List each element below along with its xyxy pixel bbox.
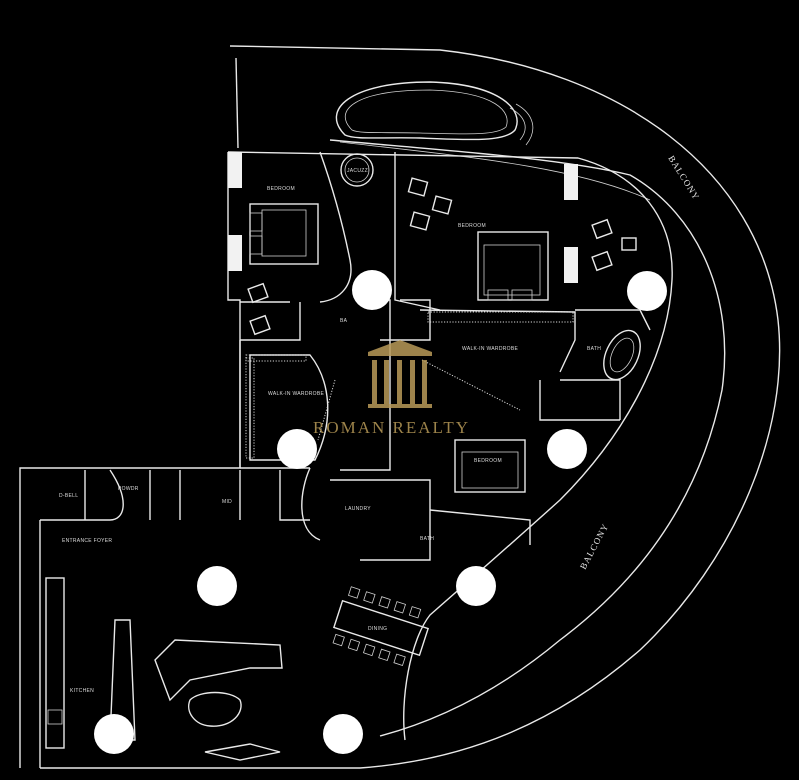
room-label-dbell: D-BELL [59,493,78,499]
room-label-walkin-1: WALK-IN WARDROBE [268,391,324,397]
pool-oval [335,81,534,146]
marker-2 [627,271,667,311]
room-label-entrance: ENTRANCE FOYER [62,538,112,544]
marker-6 [456,566,496,606]
watermark-logo [368,340,432,408]
dining-table [332,586,430,666]
bed-2 [477,231,549,301]
room-label-bath-1: BA [340,318,348,324]
lounge-chair [204,743,281,761]
chairs [247,177,637,336]
room-label-powder: POWDR [118,486,139,492]
marker-4 [547,429,587,469]
balcony-label-top: BALCONY [666,154,701,202]
room-label-jacuzzi: JACUZZI [347,168,370,174]
bed-3 [454,439,526,493]
sofa [154,639,283,702]
wardrobe-hatching [245,311,574,459]
room-label-bedroom-2: BEDROOM [458,223,486,229]
watermark: ROMAN REALTY [313,340,470,437]
balcony-label-right: BALCONY [578,522,611,571]
marker-8 [323,714,363,754]
room-label-dining: DINING [368,626,387,632]
marker-7 [94,714,134,754]
room-label-bath-2: BATH [587,346,601,352]
markers [94,270,667,754]
kitchen-counters [45,577,136,749]
room-label-walkin-2: WALK-IN WARDROBE [462,346,518,352]
room-label-kitchen: KITCHEN [70,688,94,694]
room-label-bath-3: BATH [420,536,434,542]
tub-fixture [603,329,641,381]
room-label-maid: MID [222,499,232,505]
watermark-text: ROMAN REALTY [313,418,470,437]
building-walls [19,151,673,768]
room-label-laundry: LAUNDRY [345,506,371,512]
marker-1 [352,270,392,310]
outer-envelope [40,45,781,769]
coffee-table [188,691,242,727]
room-label-bedroom-3: BEDROOM [474,458,502,464]
jacuzzi-fixture [340,153,374,187]
room-label-bedroom-1: BEDROOM [267,186,295,192]
marker-5 [197,566,237,606]
marker-3 [277,429,317,469]
bed-1 [249,203,319,265]
